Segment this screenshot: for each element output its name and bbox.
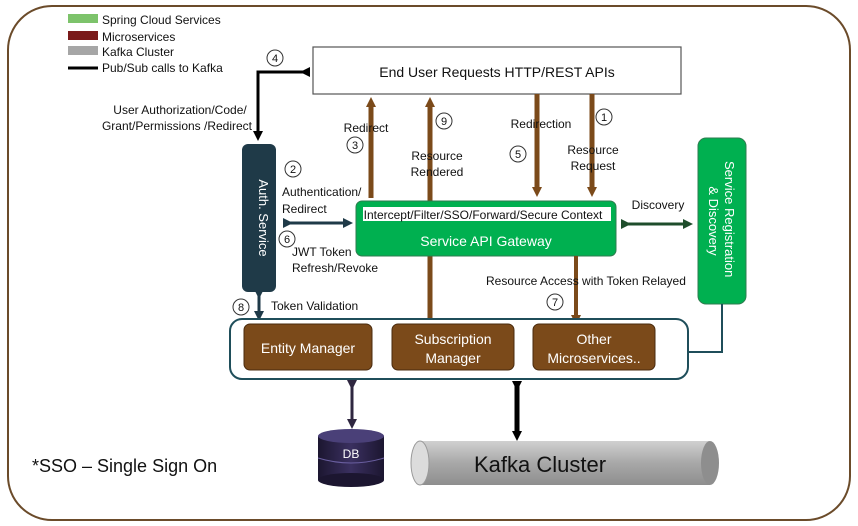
user-authorization-arrow xyxy=(253,67,310,141)
auth-service-label: Auth. Service xyxy=(256,179,271,256)
gateway-header-bar xyxy=(363,207,611,221)
other-microservices-box xyxy=(532,323,656,371)
legend-swatch-microservices xyxy=(68,31,98,40)
other-microservices-label-1: Other xyxy=(576,331,611,347)
kafka-cluster-label: Kafka Cluster xyxy=(474,452,606,477)
redirection-label: Redirection xyxy=(511,117,572,131)
step-badge-5: 5 xyxy=(515,149,521,161)
step-badge-7: 7 xyxy=(552,297,558,309)
user-auth-label-2: Grant/Permissions /Redirect xyxy=(102,119,253,133)
gateway-header-label: Intercept/Filter/SSO/Forward/Secure Cont… xyxy=(364,208,603,222)
step-badge-3: 3 xyxy=(352,140,358,152)
subscription-manager-box xyxy=(391,323,515,371)
resource-rendered-label-2: Rendered xyxy=(411,165,464,179)
resource-request-label-1: Resource xyxy=(567,143,619,157)
legend-label-kafka: Kafka Cluster xyxy=(102,45,174,59)
legend-label-spring: Spring Cloud Services xyxy=(102,13,221,27)
step-badge-8: 8 xyxy=(238,302,244,314)
authentication-label-2: Redirect xyxy=(282,202,327,216)
kafka-cluster-cylinder xyxy=(410,440,719,486)
subscription-manager-label-2: Manager xyxy=(425,350,481,366)
subscription-manager-label-1: Subscription xyxy=(414,331,491,347)
gateway-label: Service API Gateway xyxy=(420,233,552,249)
step-badge-9: 9 xyxy=(441,116,447,128)
resource-rendered-label-1: Resource xyxy=(411,149,463,163)
legend-swatch-spring xyxy=(68,14,98,23)
authentication-label-1: Authentication/ xyxy=(282,185,362,199)
end-user-requests-box xyxy=(312,46,682,95)
legend-label-microservices: Microservices xyxy=(102,30,175,44)
auth-service-box xyxy=(242,144,276,292)
service-registration-label: Service Registration & Discovery xyxy=(706,161,737,281)
legend-label-pubsub: Pub/Sub calls to Kafka xyxy=(102,61,223,75)
other-microservices-label-2: Microservices.. xyxy=(547,350,640,366)
service-registration-box xyxy=(697,137,747,305)
step-badge-6: 6 xyxy=(284,234,290,246)
db-cylinder xyxy=(317,429,385,487)
outer-frame xyxy=(7,5,851,521)
step-badge-4: 4 xyxy=(272,53,278,65)
entity-manager-label: Entity Manager xyxy=(261,340,355,356)
jwt-label-1: JWT Token xyxy=(292,245,352,259)
legend: Spring Cloud Services Microservices Kafk… xyxy=(68,13,223,75)
entity-manager-box xyxy=(243,323,373,371)
step-badge-1: 1 xyxy=(601,112,607,124)
user-auth-label-1: User Authorization/Code/ xyxy=(113,103,247,117)
sso-footnote: *SSO – Single Sign On xyxy=(32,456,217,476)
resource-request-label-2: Request xyxy=(571,159,616,173)
registry-connector xyxy=(689,304,723,353)
step-badges: 1 2 3 4 5 6 7 8 9 xyxy=(232,49,613,316)
end-user-requests-label: End User Requests HTTP/REST APIs xyxy=(379,64,615,80)
legend-swatch-kafka xyxy=(68,46,98,55)
discovery-label: Discovery xyxy=(632,198,685,212)
step-badge-2: 2 xyxy=(290,164,296,176)
token-validation-label: Token Validation xyxy=(271,299,358,313)
resource-access-label: Resource Access with Token Relayed xyxy=(486,274,686,288)
db-label: DB xyxy=(343,447,360,461)
redirect-label: Redirect xyxy=(344,121,389,135)
jwt-label-2: Refresh/Revoke xyxy=(292,261,378,275)
